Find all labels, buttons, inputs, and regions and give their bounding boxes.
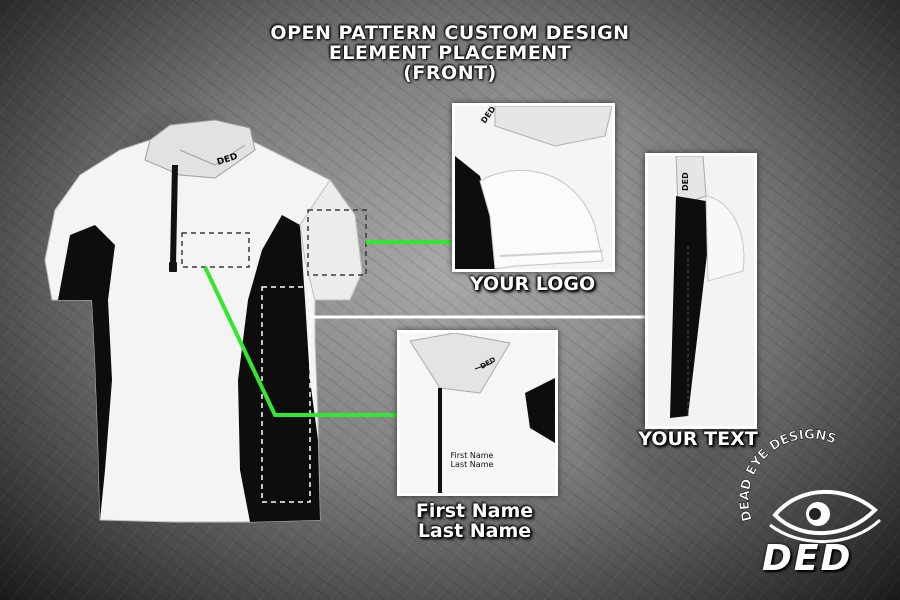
shirt-zipper bbox=[170, 164, 178, 266]
chest-closeup-illustration: DED bbox=[400, 333, 555, 493]
name-connector-line bbox=[203, 266, 400, 417]
svg-text:DED: DED bbox=[681, 172, 690, 191]
shirt-right-side-panel bbox=[238, 215, 320, 522]
side-closeup-illustration: DED bbox=[648, 156, 754, 426]
sleeve-closeup-illustration: DED bbox=[455, 106, 612, 269]
title-line-3: (FRONT) bbox=[403, 62, 497, 84]
chest-name-line-1: First Name bbox=[450, 451, 494, 460]
logo-label: YOUR LOGO bbox=[469, 273, 596, 295]
name-closeup-panel: DED First Name Last Name bbox=[397, 330, 558, 496]
chest-name-line-2: Last Name bbox=[450, 460, 494, 469]
shirt-collar bbox=[144, 119, 256, 179]
name-placement-box bbox=[181, 232, 250, 268]
chest-name-sample: First Name Last Name bbox=[437, 451, 507, 469]
text-label: YOUR TEXT bbox=[638, 428, 758, 450]
name-label-line-1: First Name bbox=[415, 500, 534, 522]
name-label-line-2: Last Name bbox=[417, 520, 532, 542]
brand-mark: DED bbox=[762, 538, 853, 579]
shirt-left-side-panel bbox=[58, 225, 115, 520]
text-closeup-panel: DED bbox=[645, 153, 757, 429]
logo-closeup-panel: DED bbox=[452, 103, 615, 272]
title-line-2: ELEMENT PLACEMENT bbox=[328, 42, 572, 64]
title-line-1: OPEN PATTERN CUSTOM DESIGN bbox=[270, 22, 630, 44]
text-placement-box bbox=[261, 286, 311, 503]
